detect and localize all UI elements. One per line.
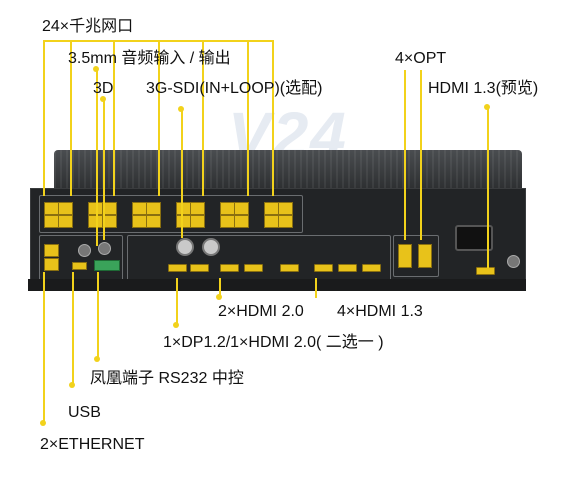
callout-line: [70, 40, 72, 196]
hdmi-port-icon: [220, 264, 239, 272]
rear-panel: [30, 188, 526, 290]
callout-line: [202, 40, 204, 196]
control-section: [39, 235, 123, 285]
label-hdmi13: 4×HDMI 1.3: [337, 303, 423, 320]
video-input-section: [127, 235, 391, 285]
ground-screw-icon: [507, 255, 520, 268]
hdmi-preview-port-icon: [476, 267, 495, 275]
callout-dot: [94, 356, 100, 362]
callout-line-audio: [96, 70, 98, 246]
power-socket-icon: [455, 225, 493, 251]
hdmi-port-icon: [362, 264, 381, 272]
callout-dot: [100, 96, 106, 102]
callout-dot: [69, 382, 75, 388]
usb-port-icon: [72, 262, 87, 270]
callout-line-opt: [404, 70, 406, 240]
hdmi-port-icon: [190, 264, 209, 272]
rj45-port-icon: [278, 202, 293, 215]
ethernet-port-icon: [44, 244, 59, 257]
callout-line-3d: [103, 100, 105, 240]
label-3d: 3D: [93, 80, 114, 97]
opt-section: [393, 235, 439, 277]
rj45-port-icon: [220, 202, 235, 215]
label-dp: 1×DP1.2/1×HDMI 2.0( 二选一 ): [163, 334, 384, 351]
rj45-port-icon: [58, 202, 73, 215]
opt-port-icon: [418, 244, 432, 268]
chassis-top: [54, 150, 522, 192]
audio-jack-icon: [98, 242, 111, 255]
bnc-connector-icon: [176, 238, 194, 256]
label-rj45: 24×千兆网口: [42, 18, 134, 35]
rs232-terminal-icon: [94, 260, 120, 271]
hdmi-port-icon: [314, 264, 333, 272]
rj45-port-icon: [176, 215, 191, 228]
rj45-port-icon: [102, 215, 117, 228]
hdmi-port-icon: [244, 264, 263, 272]
label-ethernet: 2×ETHERNET: [40, 436, 145, 453]
rj45-port-icon: [190, 215, 205, 228]
rj45-port-icon: [132, 215, 147, 228]
callout-dot: [173, 322, 179, 328]
rj45-port-icon: [234, 202, 249, 215]
callout-dot: [484, 104, 490, 110]
callout-line: [272, 40, 274, 196]
rj45-port-icon: [102, 202, 117, 215]
label-audio: 3.5mm 音频输入 / 输出: [68, 50, 231, 67]
callout-dot: [40, 420, 46, 426]
rj45-port-icon: [44, 215, 59, 228]
rj45-port-icon: [220, 215, 235, 228]
label-sdi: 3G-SDI(IN+LOOP)(选配): [146, 80, 323, 97]
label-hdmi20: 2×HDMI 2.0: [218, 303, 304, 320]
callout-line-hdmi20: [219, 278, 221, 298]
callout-dot: [178, 106, 184, 112]
rj45-port-icon: [132, 202, 147, 215]
rj45-port-icon: [278, 215, 293, 228]
hdmi-port-icon: [338, 264, 357, 272]
ethernet-port-icon: [44, 258, 59, 271]
callout-line-hdmi-preview: [487, 108, 489, 268]
rj45-port-icon: [264, 202, 279, 215]
rj45-port-icon: [234, 215, 249, 228]
callout-dot: [216, 294, 222, 300]
label-hdmi-preview: HDMI 1.3(预览): [428, 80, 539, 97]
callout-line: [247, 40, 249, 196]
panel-bottom-edge: [28, 279, 526, 291]
callout-line-ethernet: [43, 272, 45, 424]
rj45-port-icon: [264, 215, 279, 228]
rj45-port-icon: [146, 215, 161, 228]
rj45-section: [39, 195, 303, 233]
callout-line: [113, 40, 115, 196]
callout-line-rs232: [97, 272, 99, 360]
bnc-connector-icon: [202, 238, 220, 256]
callout-line-usb: [72, 272, 74, 386]
callout-line-opt: [420, 70, 422, 240]
callout-dot: [93, 66, 99, 72]
label-opt: 4×OPT: [395, 50, 447, 67]
label-usb: USB: [68, 404, 101, 421]
callout-line-sdi: [181, 110, 183, 238]
rj45-port-icon: [44, 202, 59, 215]
dp-port-icon: [168, 264, 187, 272]
callout-line: [158, 40, 160, 196]
callout-line-rj45: [43, 40, 45, 196]
3d-port-icon: [78, 244, 91, 257]
callout-line-dp: [176, 278, 178, 326]
label-rs232: 凤凰端子 RS232 中控: [90, 370, 244, 387]
rj45-port-icon: [190, 202, 205, 215]
opt-port-icon: [398, 244, 412, 268]
callout-line-hdmi13: [315, 278, 317, 298]
hdmi-port-icon: [280, 264, 299, 272]
rj45-port-icon: [58, 215, 73, 228]
rj45-port-icon: [146, 202, 161, 215]
rj45-port-icon: [176, 202, 191, 215]
